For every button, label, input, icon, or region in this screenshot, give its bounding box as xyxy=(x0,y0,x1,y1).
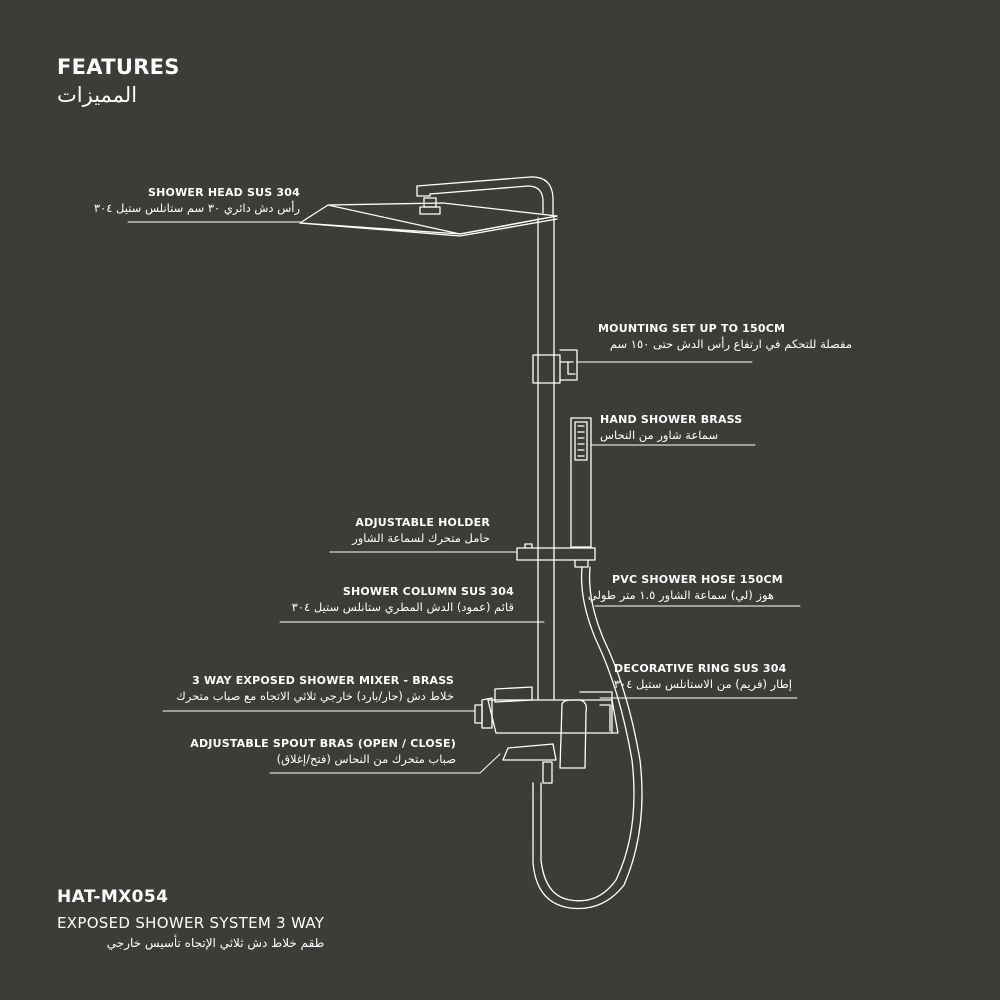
callout-shower-column: SHOWER COLUMN SUS 304 قائم (عمود) الدش ا… xyxy=(292,585,514,616)
pvc-hose xyxy=(532,566,643,910)
callout-spout-en: ADJUSTABLE SPOUT BRAS (OPEN / CLOSE) xyxy=(190,737,456,750)
features-title: FEATURES xyxy=(57,55,180,79)
callout-decorative-ring-ar: إطار (فريم) من الاستانلس ستيل ٣٠٤ xyxy=(613,677,792,691)
mounting-set xyxy=(532,349,578,384)
callout-mounting-set-en: MOUNTING SET UP TO 150CM xyxy=(598,322,786,335)
callout-shower-head-en: SHOWER HEAD SUS 304 xyxy=(148,186,300,199)
callout-adjustable-holder-en: ADJUSTABLE HOLDER xyxy=(355,516,490,529)
adjustable-holder xyxy=(516,543,596,568)
callout-adjustable-holder: ADJUSTABLE HOLDER حامل متحرك لسماعة الشا… xyxy=(352,516,490,547)
callout-mounting-set: MOUNTING SET UP TO 150CM مفصلة للتحكم في… xyxy=(598,322,852,353)
callout-hand-shower-ar: سماعة شاور من النحاس xyxy=(600,428,719,442)
callout-mixer-en: 3 WAY EXPOSED SHOWER MIXER - BRASS xyxy=(192,674,454,687)
shower-head-plate xyxy=(299,202,558,237)
shower-column xyxy=(537,217,555,701)
shower-arm xyxy=(416,176,554,216)
callout-mixer-ar: خلاط دش (حار/بارد) خارجي ثلاثي الاتجاه م… xyxy=(176,689,454,703)
hand-shower xyxy=(570,417,592,548)
callout-adjustable-holder-ar: حامل متحرك لسماعة الشاور xyxy=(352,531,490,545)
features-heading: FEATURES المميزات xyxy=(57,54,180,110)
callout-pvc-hose-ar: هوز (لي) سماعة الشاور ١.٥ متر طولي xyxy=(587,588,774,602)
callout-mixer: 3 WAY EXPOSED SHOWER MIXER - BRASS خلاط … xyxy=(176,674,454,705)
leader-lines xyxy=(127,221,801,774)
product-description-arabic: طقم خلاط دش ثلاثي الإتجاه تأسيس خارجي xyxy=(106,936,325,950)
callout-hand-shower: HAND SHOWER BRASS سماعة شاور من النحاس xyxy=(600,413,742,444)
callout-spout: ADJUSTABLE SPOUT BRAS (OPEN / CLOSE) صبا… xyxy=(190,737,456,768)
callout-hand-shower-en: HAND SHOWER BRASS xyxy=(600,413,743,426)
callout-shower-column-en: SHOWER COLUMN SUS 304 xyxy=(342,585,514,598)
callout-shower-head-ar: رأس دش دائري ٣٠ سم ستانلس ستيل ٣٠٤ xyxy=(93,201,300,215)
features-title-arabic: المميزات xyxy=(57,83,138,107)
callout-shower-column-ar: قائم (عمود) الدش المطري ستانلس ستيل ٣٠٤ xyxy=(291,600,514,614)
product-model: HAT-MX054 xyxy=(57,887,169,907)
callout-decorative-ring: DECORATIVE RING SUS 304 إطار (فريم) من ا… xyxy=(614,662,792,693)
callout-pvc-hose: PVC SHOWER HOSE 150CM هوز (لي) سماعة الش… xyxy=(588,573,783,604)
product-info: HAT-MX054 EXPOSED SHOWER SYSTEM 3 WAY طق… xyxy=(57,886,324,952)
callout-shower-head: SHOWER HEAD SUS 304 رأس دش دائري ٣٠ سم س… xyxy=(94,186,300,217)
callout-decorative-ring-en: DECORATIVE RING SUS 304 xyxy=(614,662,787,675)
shower-mixer xyxy=(474,686,619,784)
callout-pvc-hose-en: PVC SHOWER HOSE 150CM xyxy=(612,573,783,586)
callout-mounting-set-ar: مفصلة للتحكم في ارتفاع رأس الدش حتى ١٥٠ … xyxy=(609,337,852,351)
callout-spout-ar: صباب متحرك من النحاس (فتح/إغلاق) xyxy=(276,752,456,766)
product-description: EXPOSED SHOWER SYSTEM 3 WAY xyxy=(57,914,325,932)
